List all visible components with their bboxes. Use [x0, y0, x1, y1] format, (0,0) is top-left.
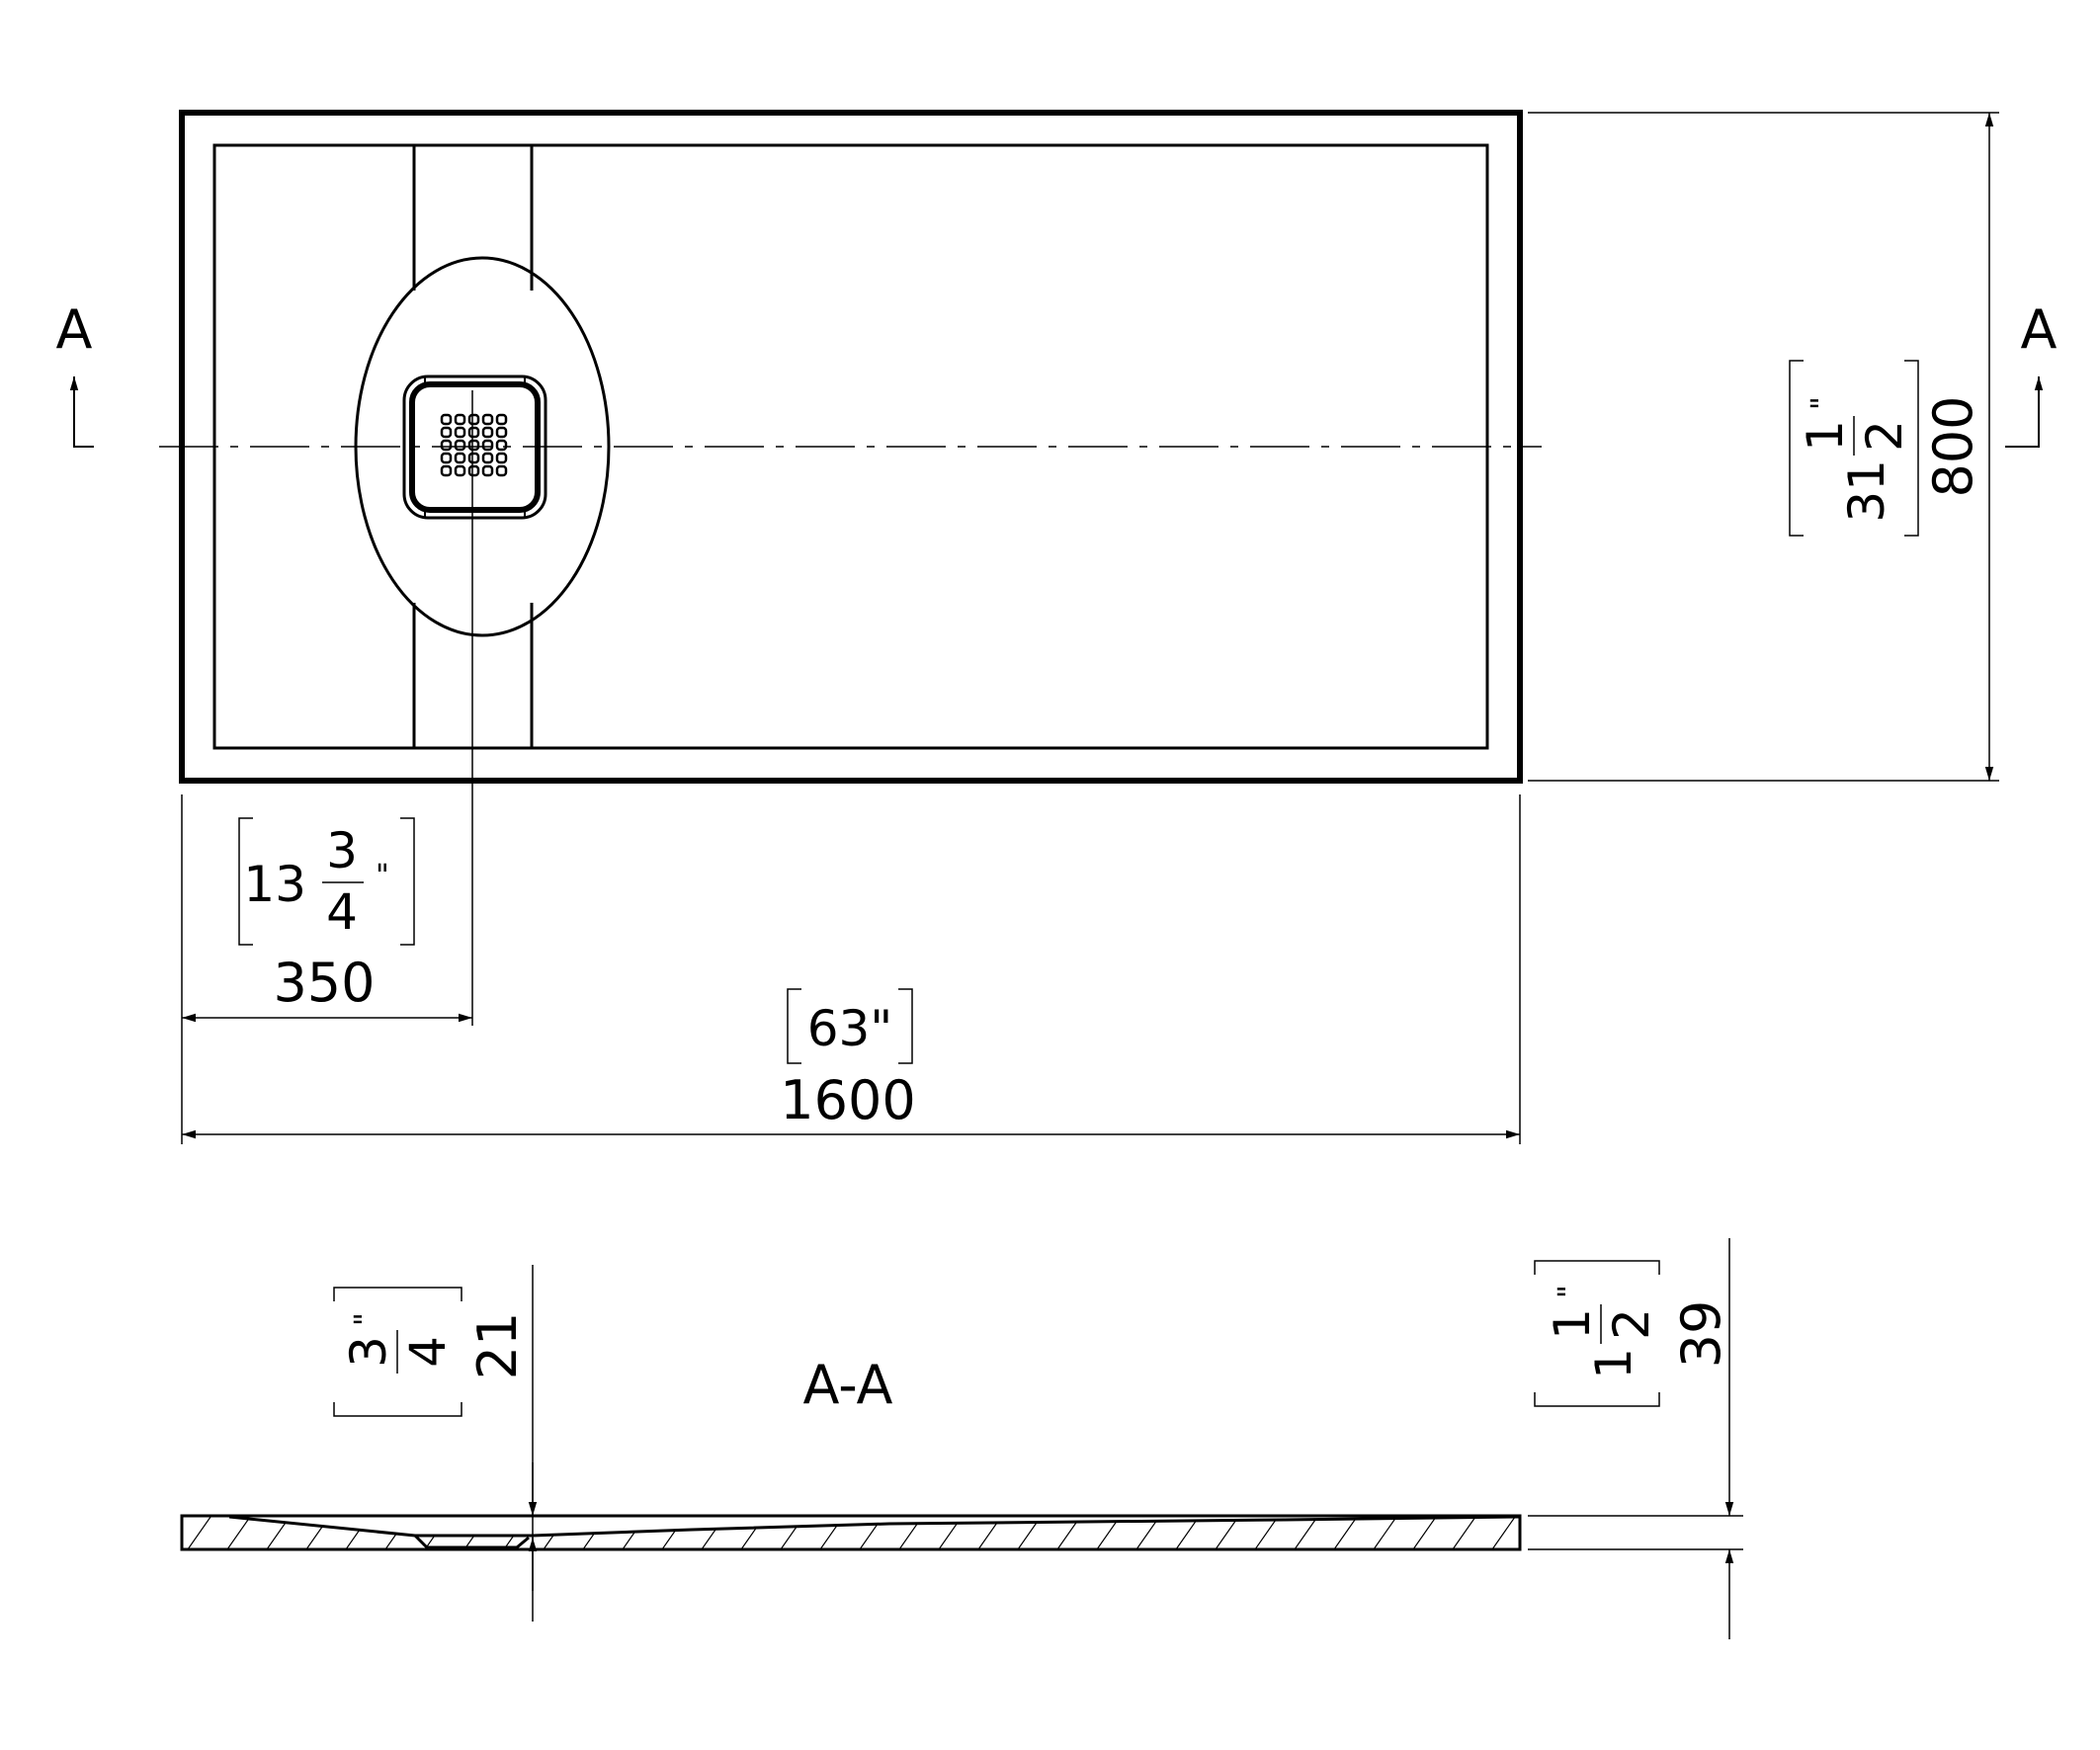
total-height-in-denominator: 2: [1603, 1308, 1660, 1340]
drain-height-in-denominator: 4: [399, 1336, 457, 1368]
total-height-dimension: 39 1 1 2 ": [1528, 1238, 1743, 1639]
drain-hole: [495, 439, 508, 452]
drain-hole: [454, 464, 466, 477]
depth-in-whole: 31: [1838, 459, 1895, 523]
hatch-line: [1135, 1517, 1165, 1549]
drain-hole: [495, 464, 508, 477]
drain-hole: [467, 452, 480, 464]
drain-height-in-mark: ": [349, 1312, 383, 1326]
total-height-in-whole: 1: [1585, 1348, 1642, 1379]
hatch-line: [898, 1517, 928, 1549]
section-marker-right: A: [2005, 298, 2058, 448]
depth-in-denominator: 2: [1856, 420, 1913, 452]
width-mm-label: 1600: [780, 1069, 915, 1131]
hatch-line: [1452, 1517, 1481, 1549]
depth-in-numerator: 1: [1797, 420, 1854, 452]
hatch-line: [266, 1517, 295, 1549]
drain-hole: [440, 426, 453, 439]
drain-hole: [467, 426, 480, 439]
hatch-line: [819, 1517, 849, 1549]
drain-hole: [467, 413, 480, 426]
hatch-line: [780, 1517, 809, 1549]
depth-dimension: 800 31 1 2 ": [1528, 112, 1999, 782]
drain-hole: [440, 413, 453, 426]
hatch-line: [187, 1517, 216, 1549]
drain-offset-in-denominator: 4: [326, 883, 358, 941]
drain-hole: [467, 439, 480, 452]
hatch-line: [938, 1517, 967, 1549]
drain-offset-in-numerator: 3: [326, 822, 358, 879]
total-height-in-numerator: 1: [1544, 1308, 1601, 1340]
section-marker-right-label: A: [2021, 298, 2058, 361]
drain-offset-mm-label: 350: [273, 952, 375, 1014]
drain-hole: [495, 413, 508, 426]
hatch-line: [859, 1517, 888, 1549]
drain-offset-in-mark: ": [376, 859, 389, 893]
drain-offset-in-whole: 13: [243, 856, 306, 913]
hatch-line: [1056, 1517, 1086, 1549]
drain-hole: [481, 413, 494, 426]
drain-hole: [454, 439, 466, 452]
hatch-line: [226, 1517, 256, 1549]
drain-hole: [495, 452, 508, 464]
hatch-line: [1254, 1517, 1284, 1549]
hatch-line: [1215, 1517, 1244, 1549]
drain-hole: [495, 426, 508, 439]
section-marker-left: A: [56, 298, 94, 448]
drain-hole: [481, 426, 494, 439]
plan-view: A A 800 31 1 2 ": [56, 110, 2058, 1144]
hatch-line: [1294, 1517, 1323, 1549]
total-height-in-mark: ": [1553, 1285, 1587, 1298]
drain-hole: [467, 464, 480, 477]
depth-in-mark: ": [1806, 396, 1840, 410]
section-marker-left-label: A: [56, 298, 93, 361]
hatch-line: [1096, 1517, 1126, 1549]
hatch-line: [1175, 1517, 1205, 1549]
drain-height-mm-label: 21: [466, 1312, 529, 1380]
hatch-line: [1491, 1517, 1520, 1549]
depth-mm-label: 800: [1922, 395, 1984, 497]
hatch-line: [740, 1517, 770, 1549]
drain-hole: [440, 464, 453, 477]
section-drain-recess: [413, 1534, 530, 1549]
drain-offset-dimension: 350 13 3 4 ": [181, 794, 472, 1144]
drain-channel: [412, 145, 534, 748]
hatch-line: [1412, 1517, 1442, 1549]
drain-hole: [481, 464, 494, 477]
section-hatch: [187, 1517, 1520, 1549]
width-dimension: 1600 63": [182, 794, 1521, 1144]
drain-hole: [440, 452, 453, 464]
section-profile: [180, 1514, 1522, 1551]
total-height-mm-label: 39: [1670, 1300, 1732, 1369]
hatch-line: [305, 1517, 335, 1549]
drain-height-dimension: 21 3 4 ": [333, 1265, 538, 1622]
drain-hole: [454, 426, 466, 439]
drain-holes: [440, 413, 508, 477]
hatch-line: [977, 1517, 1007, 1549]
hatch-line: [1373, 1517, 1402, 1549]
section-view: A-A 21 3 4 ": [180, 1238, 1743, 1639]
drain-height-in-numerator: 3: [340, 1336, 397, 1368]
drain-hole: [481, 452, 494, 464]
drain-hole: [481, 439, 494, 452]
hatch-line: [1333, 1517, 1363, 1549]
hatch-line: [1017, 1517, 1047, 1549]
width-in-label: 63": [807, 1000, 893, 1057]
section-title: A-A: [803, 1354, 893, 1416]
drain-hole: [454, 413, 466, 426]
drain-hole: [454, 452, 466, 464]
drain-hole: [440, 439, 453, 452]
